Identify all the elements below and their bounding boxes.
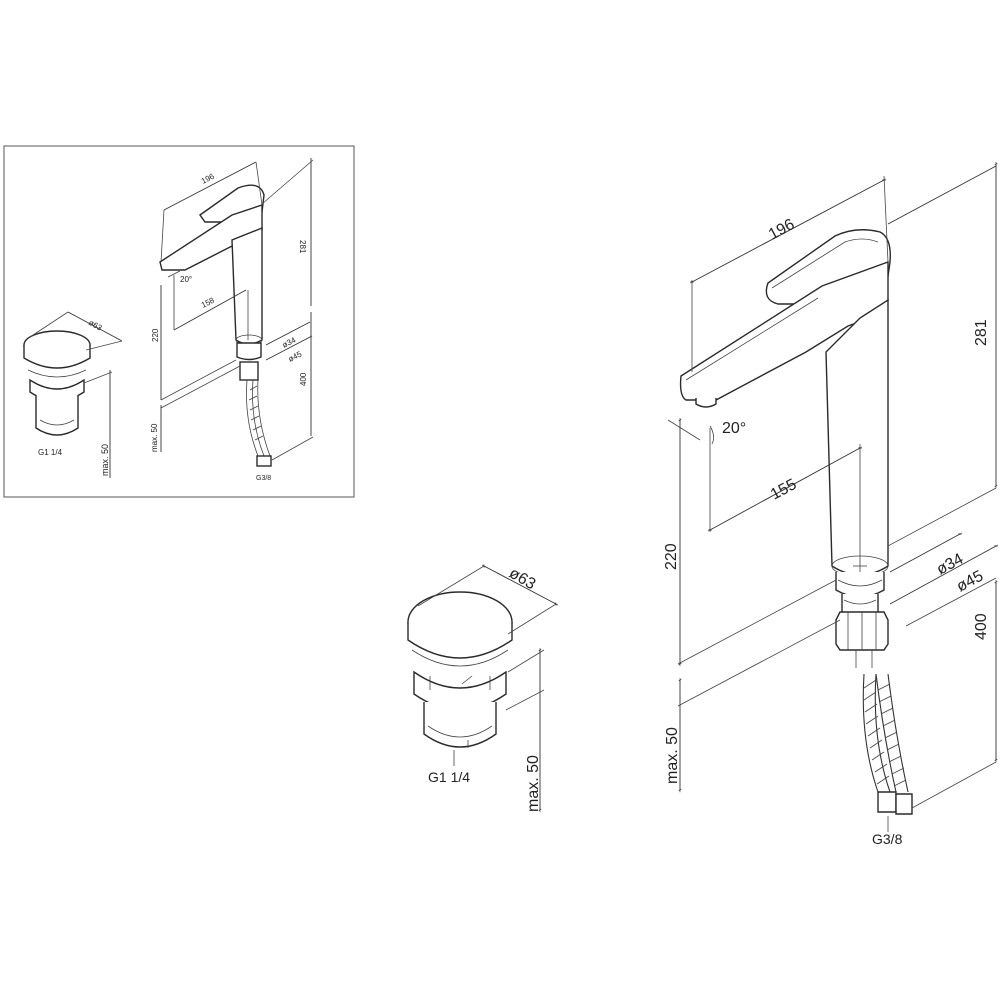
waste-thread-label: G1 1/4 bbox=[428, 769, 470, 785]
inset-waste-max-label: max. 50 bbox=[100, 444, 110, 476]
faucet-column bbox=[825, 298, 889, 576]
waste-diameter-label: ø63 bbox=[506, 565, 538, 594]
hose-thread-label: G3/8 bbox=[872, 831, 903, 847]
spout-length-label: 196 bbox=[766, 216, 798, 244]
flexible-hoses bbox=[862, 673, 913, 815]
main-faucet bbox=[679, 229, 913, 815]
waste-max-label: max. 50 bbox=[525, 755, 542, 812]
angle-label: 20° bbox=[722, 420, 746, 437]
max-deck-thickness-label: max. 50 bbox=[664, 727, 681, 784]
inset-max-deck-label: max. 50 bbox=[150, 423, 159, 452]
inset-frame bbox=[3, 145, 355, 498]
height-label: 281 bbox=[973, 319, 990, 346]
inset-dimensions: 196 281 158 20° 220 ø34 ø45 400 max. 50 bbox=[150, 158, 314, 482]
inset-angle-label: 20° bbox=[180, 275, 192, 284]
base-diameter-large-label: ø45 bbox=[954, 568, 986, 596]
waste-valve: ø63 max. 50 G1 1/4 bbox=[407, 564, 559, 813]
inset-waste-valve: ø63 max. 50 G1 1/4 bbox=[23, 311, 123, 478]
inset-drawing: 196 281 158 20° 220 ø34 ø45 400 max. 50 bbox=[3, 145, 355, 498]
inset-hose-thread-label: G3/8 bbox=[256, 475, 271, 482]
deck-height-label: 220 bbox=[663, 543, 680, 570]
hose-length-label: 400 bbox=[973, 613, 990, 640]
inset-hose-length-label: 400 bbox=[299, 372, 308, 386]
inset-faucet bbox=[159, 184, 272, 467]
inset-height-label: 281 bbox=[298, 240, 307, 254]
inset-waste-thread-label: G1 1/4 bbox=[38, 448, 63, 457]
reach-label: 155 bbox=[768, 476, 800, 504]
inset-deck-height-label: 220 bbox=[151, 328, 160, 342]
